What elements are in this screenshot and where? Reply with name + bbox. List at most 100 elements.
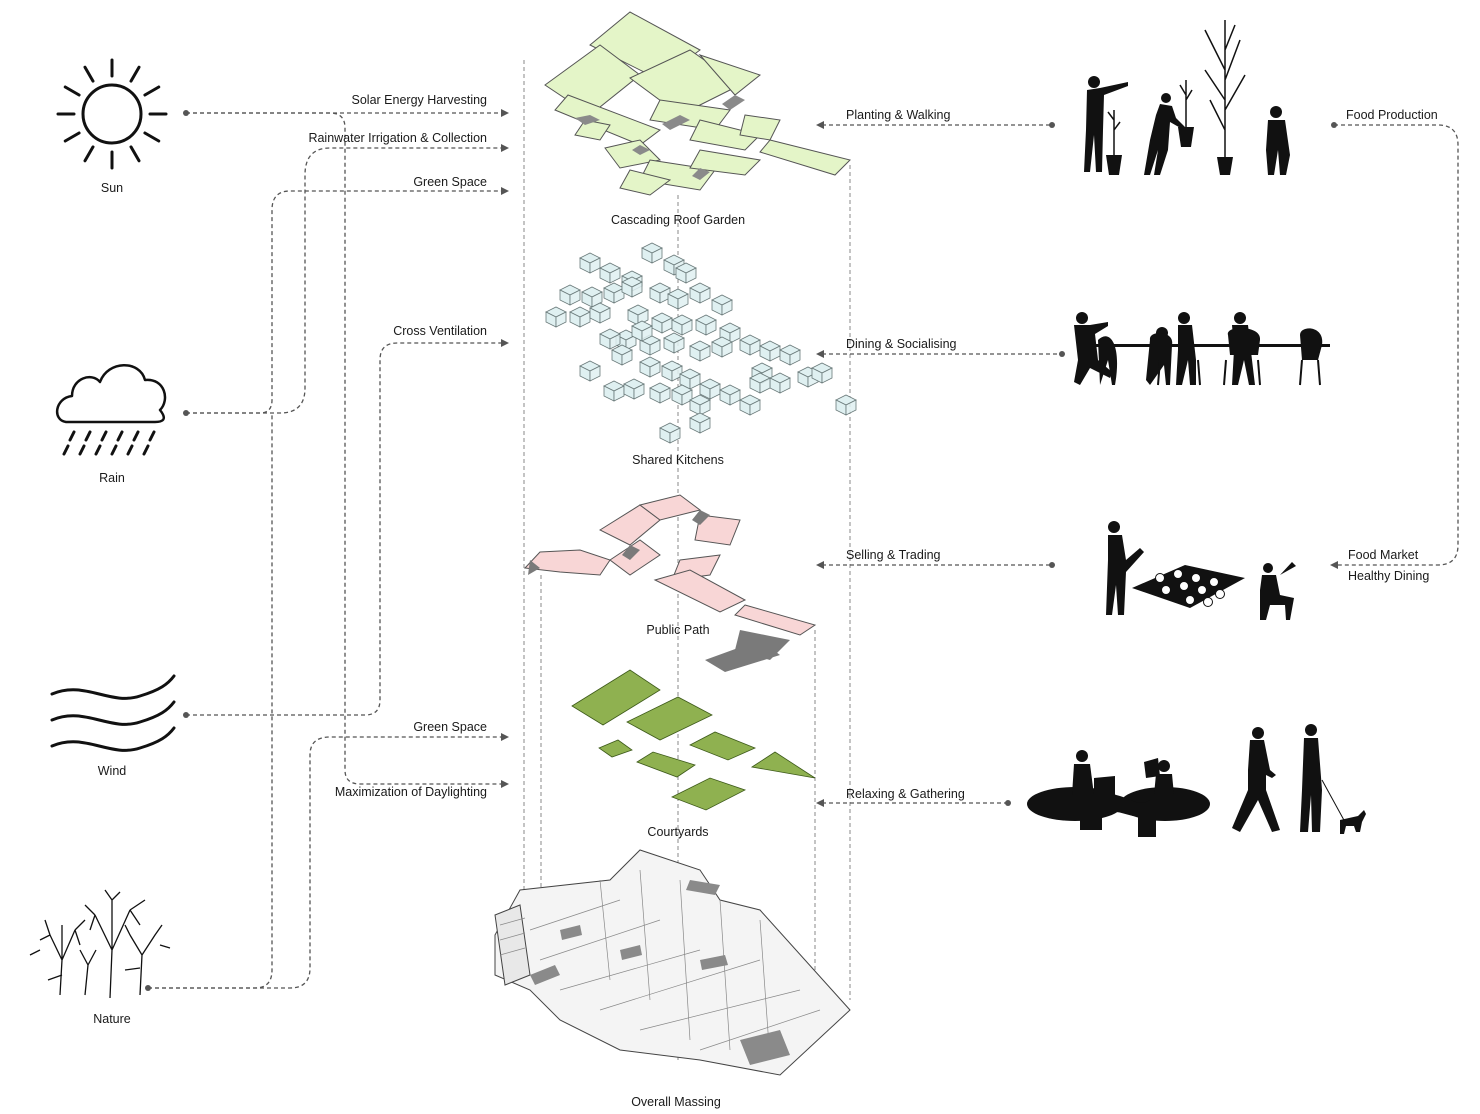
sun-ray: [83, 65, 95, 83]
produce-item: [1185, 595, 1195, 605]
kitchen-cube: [623, 378, 645, 400]
kitchen-cube: [569, 306, 591, 328]
produce-item: [1191, 573, 1201, 583]
kitchen-cube: [689, 340, 711, 362]
kitchen-cube: [719, 384, 741, 406]
kitchen-cube: [603, 380, 625, 402]
kitchen-cube: [599, 328, 621, 350]
people-dining-icon: [1074, 312, 1330, 386]
courtyards-layer: Courtyards: [571, 669, 816, 839]
kitchen-cube: [749, 372, 771, 394]
sun-ray: [143, 131, 161, 143]
source-label-nature: Nature: [93, 1012, 131, 1026]
kitchen-cube: [631, 320, 653, 342]
kitchen-cube: [641, 242, 663, 264]
kitchen-cube: [739, 394, 761, 416]
sun-ray: [143, 85, 161, 97]
kitchen-cube: [689, 282, 711, 304]
produce-item: [1209, 577, 1219, 587]
kitchen-cube: [661, 360, 683, 382]
food-production-label: Food Production: [1346, 108, 1438, 122]
flow-label-ventilation: Cross Ventilation: [393, 324, 487, 338]
kitchen-cube: [779, 344, 801, 366]
kitchen-cube: [621, 276, 643, 298]
kitchen-cube: [545, 306, 567, 328]
kitchen-cube: [671, 314, 693, 336]
kitchen-cube: [579, 252, 601, 274]
kitchen-cube: [651, 312, 673, 334]
kitchen-cube: [835, 394, 857, 416]
kitchen-cube: [649, 282, 671, 304]
produce-item: [1179, 581, 1189, 591]
layer-label-roof: Cascading Roof Garden: [611, 213, 745, 227]
kitchen-cube: [627, 304, 649, 326]
sun-ray: [83, 145, 95, 163]
kitchen-cube: [559, 284, 581, 306]
kitchen-cube: [579, 360, 601, 382]
kitchen-cube: [675, 262, 697, 284]
public-path-layer: Public Path: [523, 494, 817, 672]
layer-label-path: Public Path: [646, 623, 709, 637]
layer-label-courtyards: Courtyards: [647, 825, 708, 839]
kitchen-cube: [659, 422, 681, 444]
produce-item: [1215, 589, 1225, 599]
layer-label-massing: Overall Massing: [631, 1095, 721, 1109]
kitchen-cube: [599, 262, 621, 284]
kitchen-cube: [699, 378, 721, 400]
kitchen-cube: [639, 334, 661, 356]
kitchen-cube: [759, 340, 781, 362]
kitchen-cube: [739, 334, 761, 356]
kitchen-cube: [689, 394, 711, 416]
produce-item: [1173, 569, 1183, 579]
kitchen-cube: [663, 332, 685, 354]
roof-garden-layer: Cascading Roof Garden: [544, 11, 851, 227]
kitchen-cube: [671, 384, 693, 406]
flow-label-daylighting: Maximization of Daylighting: [335, 785, 487, 799]
produce-item: [1161, 585, 1171, 595]
kitchen-cube: [711, 294, 733, 316]
trees-icon: [29, 889, 171, 999]
layer-guides: [523, 60, 851, 1060]
shared-kitchens-layer: [545, 242, 857, 444]
healthy-dining-label: Healthy Dining: [1348, 569, 1429, 583]
left-connectors: [145, 109, 509, 991]
flow-label-solar: Solar Energy Harvesting: [352, 93, 488, 107]
market-vendor-icon: [1106, 521, 1296, 620]
flow-label-green-space-roof: Green Space: [413, 175, 487, 189]
people-gathering-icon: [1027, 724, 1366, 837]
sun-ray: [129, 145, 141, 163]
kitchen-cube: [695, 314, 717, 336]
wind-icon: [50, 674, 176, 752]
kitchen-cube: [769, 372, 791, 394]
flow-label-rainwater: Rainwater Irrigation & Collection: [308, 131, 487, 145]
source-label-wind: Wind: [98, 764, 127, 778]
produce-item: [1203, 597, 1213, 607]
kitchen-cube: [649, 382, 671, 404]
kitchen-cube: [611, 344, 633, 366]
kitchen-cube: [667, 288, 689, 310]
activity-label-planting: Planting & Walking: [846, 108, 950, 122]
food-loop: Food Production Food Market Healthy Dini…: [1330, 108, 1459, 583]
food-market-label: Food Market: [1348, 548, 1419, 562]
kitchen-cube: [603, 282, 625, 304]
sun-ray: [63, 131, 81, 143]
right-connectors: Planting & Walking Dining & Socialising …: [816, 108, 1065, 807]
sun-ray: [129, 65, 141, 83]
kitchen-cube: [639, 356, 661, 378]
kitchen-cube: [589, 302, 611, 324]
sun-icon: [56, 58, 168, 170]
activity-label-selling: Selling & Trading: [846, 548, 941, 562]
layer-label-kitchens: Shared Kitchens: [632, 453, 724, 467]
rain-cloud-icon: [56, 364, 167, 456]
people-planting-icon: [1084, 20, 1290, 175]
sun-ray: [63, 85, 81, 97]
activity-label-relaxing: Relaxing & Gathering: [846, 787, 965, 801]
kitchen-cube: [811, 362, 833, 384]
produce-item: [1197, 585, 1207, 595]
source-label-rain: Rain: [99, 471, 125, 485]
kitchen-cube: [689, 412, 711, 434]
kitchen-cube: [711, 336, 733, 358]
overall-massing-layer: Overall Massing: [494, 849, 851, 1109]
source-label-sun: Sun: [101, 181, 123, 195]
